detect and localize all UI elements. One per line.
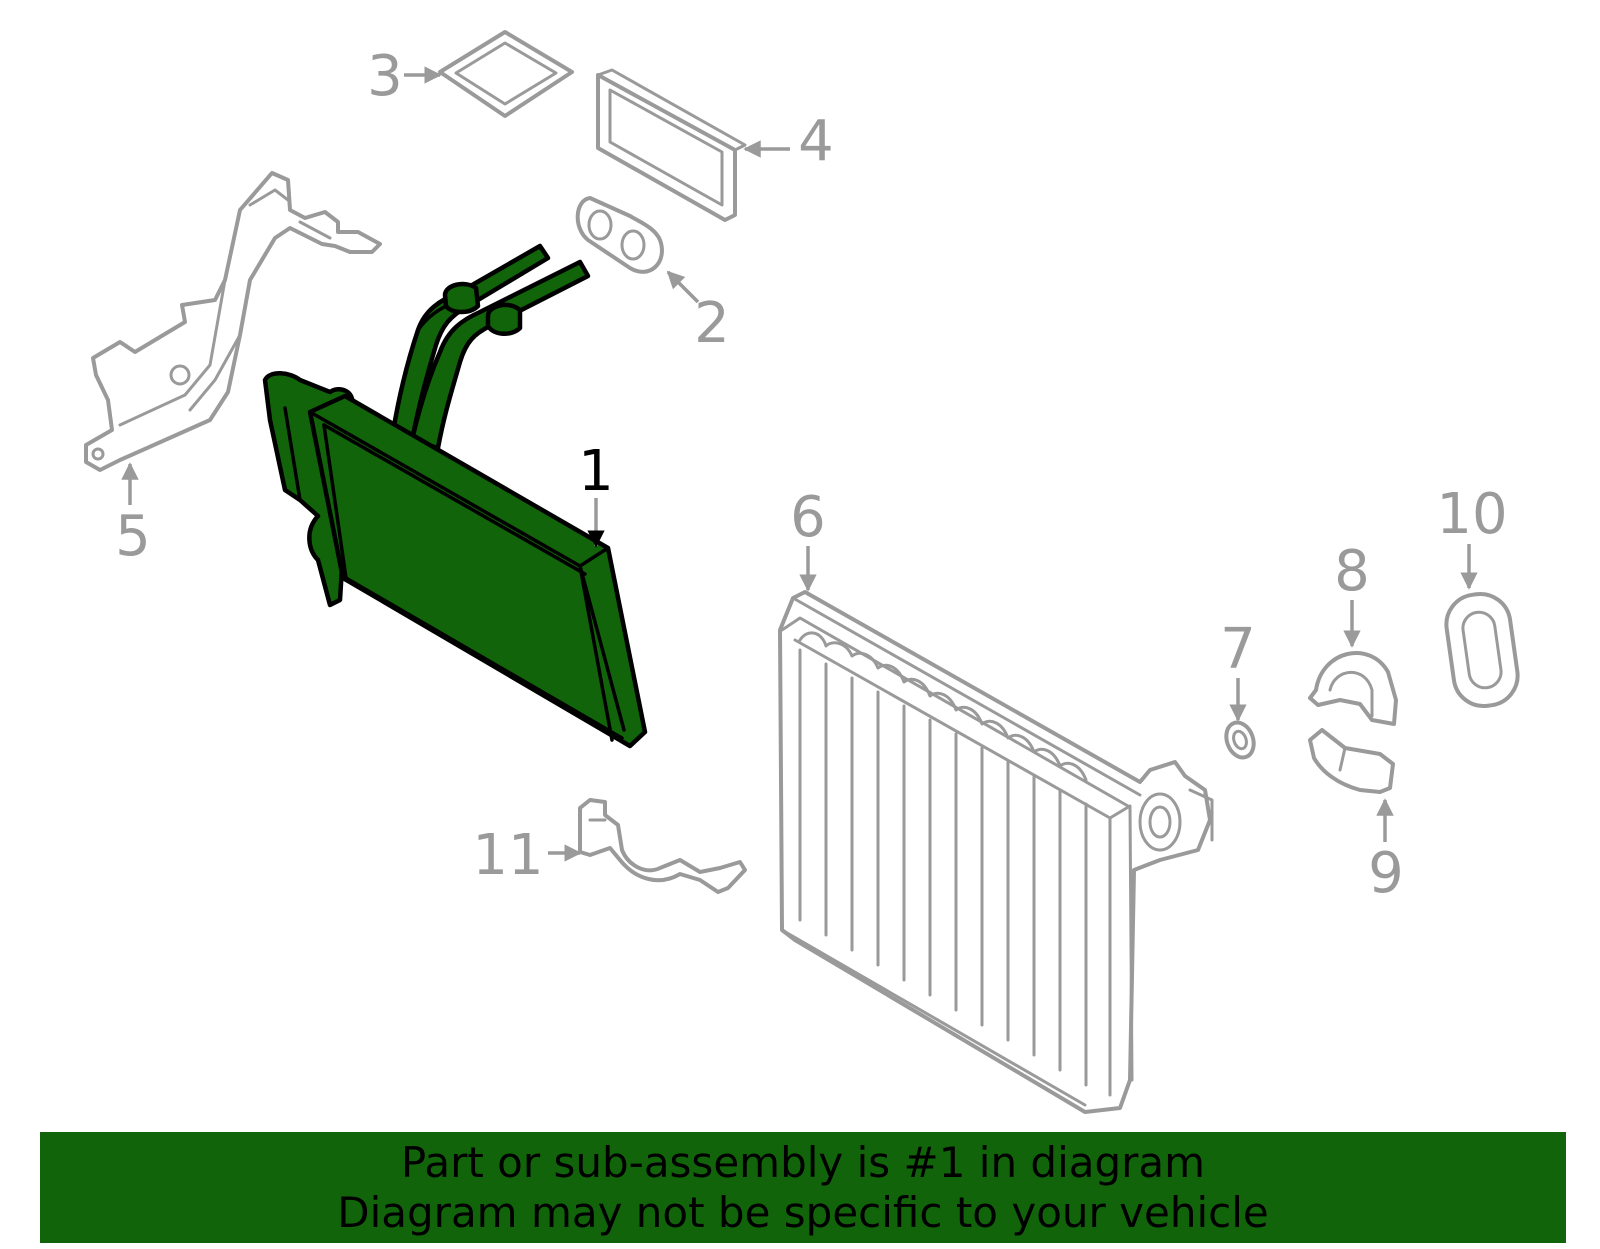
evaporator-fins — [798, 648, 1088, 1087]
part-8-clip — [1308, 651, 1398, 726]
callout-1: 1 — [578, 439, 614, 504]
part-10-grommet — [1444, 591, 1520, 709]
part-5-bracket — [84, 171, 382, 472]
part-9-clip — [1308, 728, 1395, 794]
info-banner: Part or sub-assembly is #1 in diagram Di… — [40, 1132, 1566, 1243]
part-2-seal — [575, 196, 664, 274]
callout-9: 9 — [1368, 841, 1404, 906]
callout-4: 4 — [798, 109, 834, 174]
part-7-o-ring — [1224, 720, 1256, 760]
callout-2: 2 — [694, 291, 730, 356]
callout-3: 3 — [367, 44, 403, 109]
part-3-gasket — [438, 30, 574, 118]
part-4-frame — [596, 68, 747, 222]
callout-10: 10 — [1436, 482, 1507, 547]
part-11-sensor — [578, 798, 747, 894]
part-6-evaporator — [778, 590, 1214, 1114]
callout-11: 11 — [472, 823, 543, 888]
leader-lines — [121, 66, 1478, 862]
callout-7: 7 — [1220, 617, 1256, 682]
callout-8: 8 — [1334, 539, 1370, 604]
callout-labels: 1 2 3 4 5 6 7 8 9 10 11 — [115, 44, 1507, 906]
banner-line-2: Diagram may not be specific to your vehi… — [337, 1188, 1269, 1237]
banner-line-1: Part or sub-assembly is #1 in diagram — [400, 1138, 1206, 1187]
callout-6: 6 — [790, 485, 826, 550]
callout-5: 5 — [115, 504, 151, 569]
part-1-heater-core — [262, 243, 648, 749]
